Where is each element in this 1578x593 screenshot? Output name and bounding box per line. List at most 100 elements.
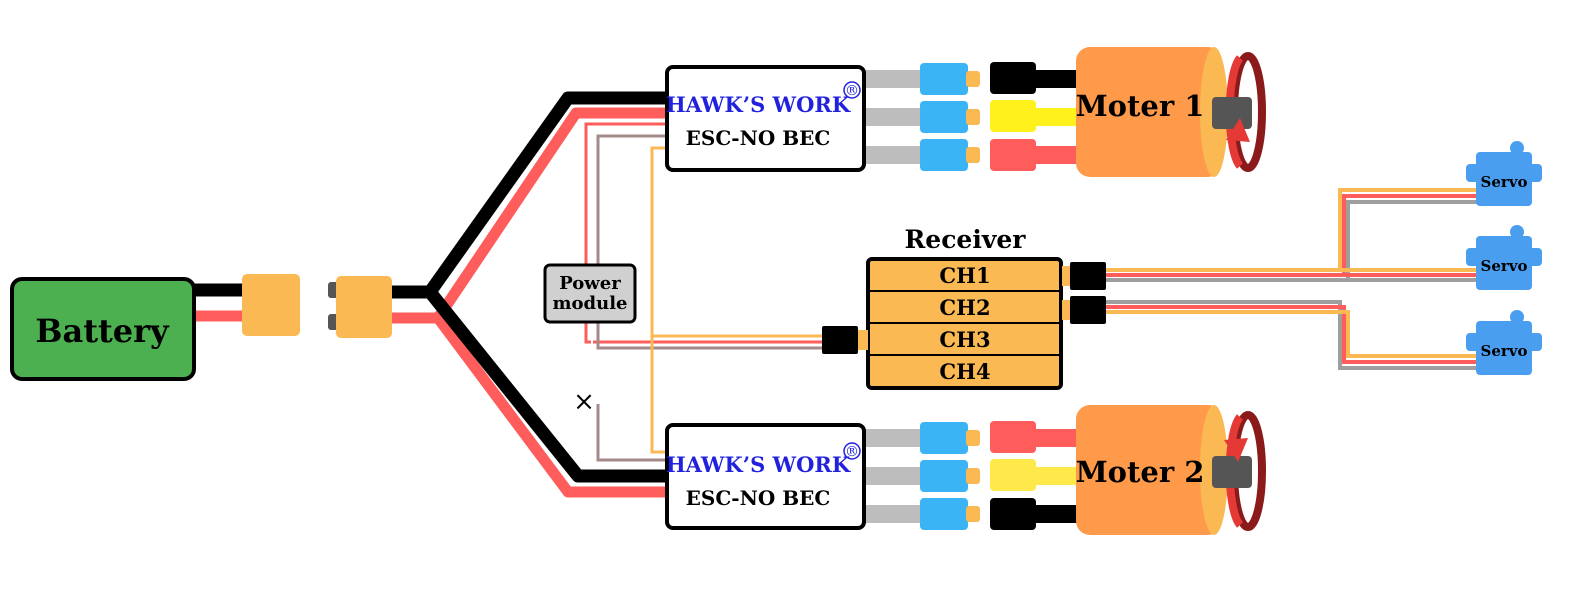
motor-1-yellow-lead [1030, 108, 1080, 126]
power-module-line2: module [552, 293, 627, 314]
esc-top-pin-1 [966, 71, 980, 87]
esc-top: HAWK’S WORK ® ESC-NO BEC [665, 63, 980, 172]
xt60-male [242, 274, 300, 336]
servo-2-body [1476, 236, 1532, 290]
power-module-box [543, 263, 637, 324]
receiver-ch2-plug [1070, 296, 1106, 324]
esc-top-model: ESC-NO BEC [686, 126, 831, 150]
servo-3: Servo [1466, 310, 1542, 375]
esc1-signal-harness [584, 122, 826, 350]
motor-1: Moter 1 [990, 47, 1266, 177]
esc-bottom-lead-3 [864, 505, 924, 523]
bottom-esc-red-wire [433, 314, 668, 498]
esc-top-lead-2 [864, 108, 924, 126]
receiver-ch1: CH1 [939, 263, 990, 288]
esc-bottom-body [665, 423, 866, 530]
esc1-red-lead [584, 122, 826, 344]
esc-top-brand: HAWK’S WORK [666, 92, 851, 117]
battery-label: Battery [35, 312, 170, 350]
receiver-ch2: CH2 [939, 295, 990, 320]
power-module: Power module [543, 263, 637, 324]
servo-1-horn [1510, 141, 1524, 155]
receiver-ch4: CH4 [939, 359, 990, 384]
top-esc-red-wire [392, 107, 668, 324]
esc1-gray-lead [591, 129, 826, 347]
esc-bottom-bullet-3 [920, 498, 968, 530]
ch1-red-wire [1104, 194, 1480, 277]
xt60-female [336, 276, 392, 338]
esc-bottom-pin-3 [966, 506, 980, 522]
esc-bottom-pin-2 [966, 468, 980, 484]
esc-bottom-bullet-2 [920, 460, 968, 492]
servo-2-horn [1510, 225, 1524, 239]
esc2-signal-harness [596, 336, 668, 462]
motor-1-body [1076, 47, 1222, 177]
receiver-ch1-pin [1062, 266, 1070, 286]
servo-3-body [1476, 321, 1532, 375]
battery-body [10, 277, 196, 381]
esc-bottom-lead-1 [864, 429, 924, 447]
esc-bottom-lead-2 [864, 467, 924, 485]
esc-top-bullet-1 [920, 63, 968, 95]
esc-bottom-brand: HAWK’S WORK [666, 452, 851, 477]
unconnected-mark: × [573, 387, 595, 417]
motor-1-black-plug [990, 62, 1036, 94]
ch2-red-wire [1104, 305, 1480, 364]
motor-2-black-plug [990, 498, 1036, 530]
servo-1-body [1476, 152, 1532, 206]
motor-2-red-lead [1030, 429, 1080, 447]
ch2-gray-wire [1104, 300, 1480, 370]
motor-1-label: Moter 1 [1076, 89, 1205, 123]
main-power-harness [392, 91, 668, 498]
ch1-gray-wire [1104, 200, 1480, 282]
receiver-ch3-pin [858, 330, 868, 350]
motor-1-arrow-head [1226, 118, 1250, 142]
esc1-orange-lead [650, 146, 826, 338]
receiver-ch2-pin [1062, 300, 1070, 320]
motor-2-arrow-head [1224, 438, 1248, 462]
receiver-ch3: CH3 [939, 327, 990, 352]
ch2-orange-wire [1104, 310, 1480, 358]
xt60-connector-pair [242, 274, 392, 338]
esc-top-registered-ring [843, 81, 861, 99]
esc-top-body [665, 65, 866, 172]
top-esc-black-wire [392, 91, 668, 299]
esc-bottom-pin-1 [966, 430, 980, 446]
esc-top-pin-3 [966, 147, 980, 163]
servo-1-label: Servo [1481, 173, 1528, 191]
motor-2-yellow-lead [1030, 467, 1080, 485]
esc-bottom: HAWK’S WORK ® ESC-NO BEC [665, 422, 980, 530]
motor-1-red-lead [1030, 146, 1080, 164]
esc-top-bullet-2 [920, 101, 968, 133]
servo-3-label: Servo [1481, 342, 1528, 360]
servo-1: Servo [1466, 141, 1542, 206]
esc-top-lead-3 [864, 146, 924, 164]
esc2-orange-lead [650, 336, 668, 454]
battery: Battery [10, 277, 246, 381]
motor-2-yellow-plug [990, 459, 1036, 491]
motor-1-black-lead [1030, 70, 1080, 88]
esc1-brown-lead [596, 134, 826, 350]
esc2-brown-lead [596, 404, 668, 462]
motor-2: Moter 2 [990, 405, 1266, 535]
esc-bottom-registered: ® [845, 444, 859, 460]
motor-1-yellow-plug [990, 100, 1036, 132]
esc-bottom-bullet-1 [920, 422, 968, 454]
motor-2-red-plug [990, 421, 1036, 453]
motor-2-label: Moter 2 [1076, 455, 1205, 489]
esc-top-bullet-3 [920, 139, 968, 171]
servo-3-horn [1510, 310, 1524, 324]
servo-wires [1104, 188, 1480, 370]
power-module-line1: Power [559, 273, 621, 294]
servo-2: Servo [1466, 225, 1542, 290]
esc-top-pin-2 [966, 109, 980, 125]
receiver: Receiver CH1 CH2 CH3 CH4 [822, 225, 1106, 390]
esc-bottom-registered-ring [843, 442, 861, 460]
esc-top-registered: ® [845, 83, 859, 99]
motor-2-body [1076, 405, 1222, 535]
servo-2-label: Servo [1481, 257, 1528, 275]
bottom-esc-black-wire [424, 287, 668, 483]
motor-1-red-plug [990, 139, 1036, 171]
receiver-ch1-plug [1070, 262, 1106, 290]
